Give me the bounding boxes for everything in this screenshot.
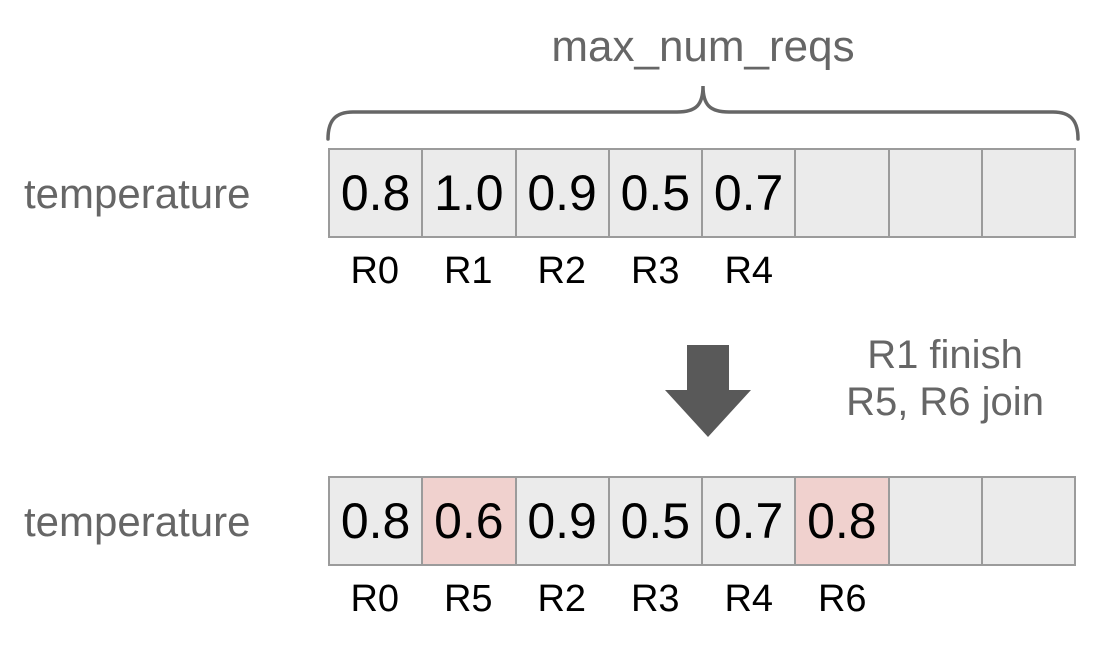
- transition-line-1: R1 finish: [867, 333, 1023, 377]
- array-cell: 0.8: [328, 148, 424, 238]
- array-cell: [887, 476, 983, 566]
- request-labels-before: R0 R1 R2 R3 R4: [328, 250, 1076, 296]
- array-cell: 0.9: [514, 476, 610, 566]
- array-cell: [980, 148, 1076, 238]
- request-label: R3: [630, 250, 680, 292]
- request-label-empty: [889, 578, 983, 624]
- request-label: R4: [724, 578, 774, 620]
- request-label: R3: [630, 578, 680, 620]
- down-arrow-icon: [665, 345, 751, 437]
- request-label: R2: [537, 578, 587, 620]
- array-cell-highlighted: 0.8: [794, 476, 890, 566]
- row-label-temperature-after: temperature: [24, 498, 251, 545]
- array-cell: 1.0: [421, 148, 517, 238]
- request-labels-after: R0 R5 R2 R3 R4 R6: [328, 578, 1076, 624]
- transition-line-2: R5, R6 join: [846, 380, 1044, 424]
- array-cell: 0.5: [607, 476, 703, 566]
- request-label-empty: [983, 250, 1077, 296]
- request-label-empty: [983, 578, 1077, 624]
- array-cell: [794, 148, 890, 238]
- array-cell: 0.7: [701, 148, 797, 238]
- brace-label: max_num_reqs: [551, 22, 855, 71]
- request-label-empty: [796, 250, 890, 296]
- request-label-empty: [889, 250, 983, 296]
- request-label: R1: [443, 250, 493, 292]
- row-label-temperature-before: temperature: [24, 170, 251, 217]
- array-cell-highlighted: 0.6: [421, 476, 517, 566]
- request-label: R0: [350, 250, 400, 292]
- array-cell: 0.9: [514, 148, 610, 238]
- request-label: R0: [350, 578, 400, 620]
- transition-note: R1 finish R5, R6 join: [800, 332, 1090, 426]
- request-label: R2: [537, 250, 587, 292]
- request-label: R6: [817, 578, 867, 620]
- array-cell: 0.5: [607, 148, 703, 238]
- array-cell: [980, 476, 1076, 566]
- request-label: R4: [724, 250, 774, 292]
- array-cell: [887, 148, 983, 238]
- array-cell: 0.8: [328, 476, 424, 566]
- request-label: R5: [443, 578, 493, 620]
- array-cell: 0.7: [701, 476, 797, 566]
